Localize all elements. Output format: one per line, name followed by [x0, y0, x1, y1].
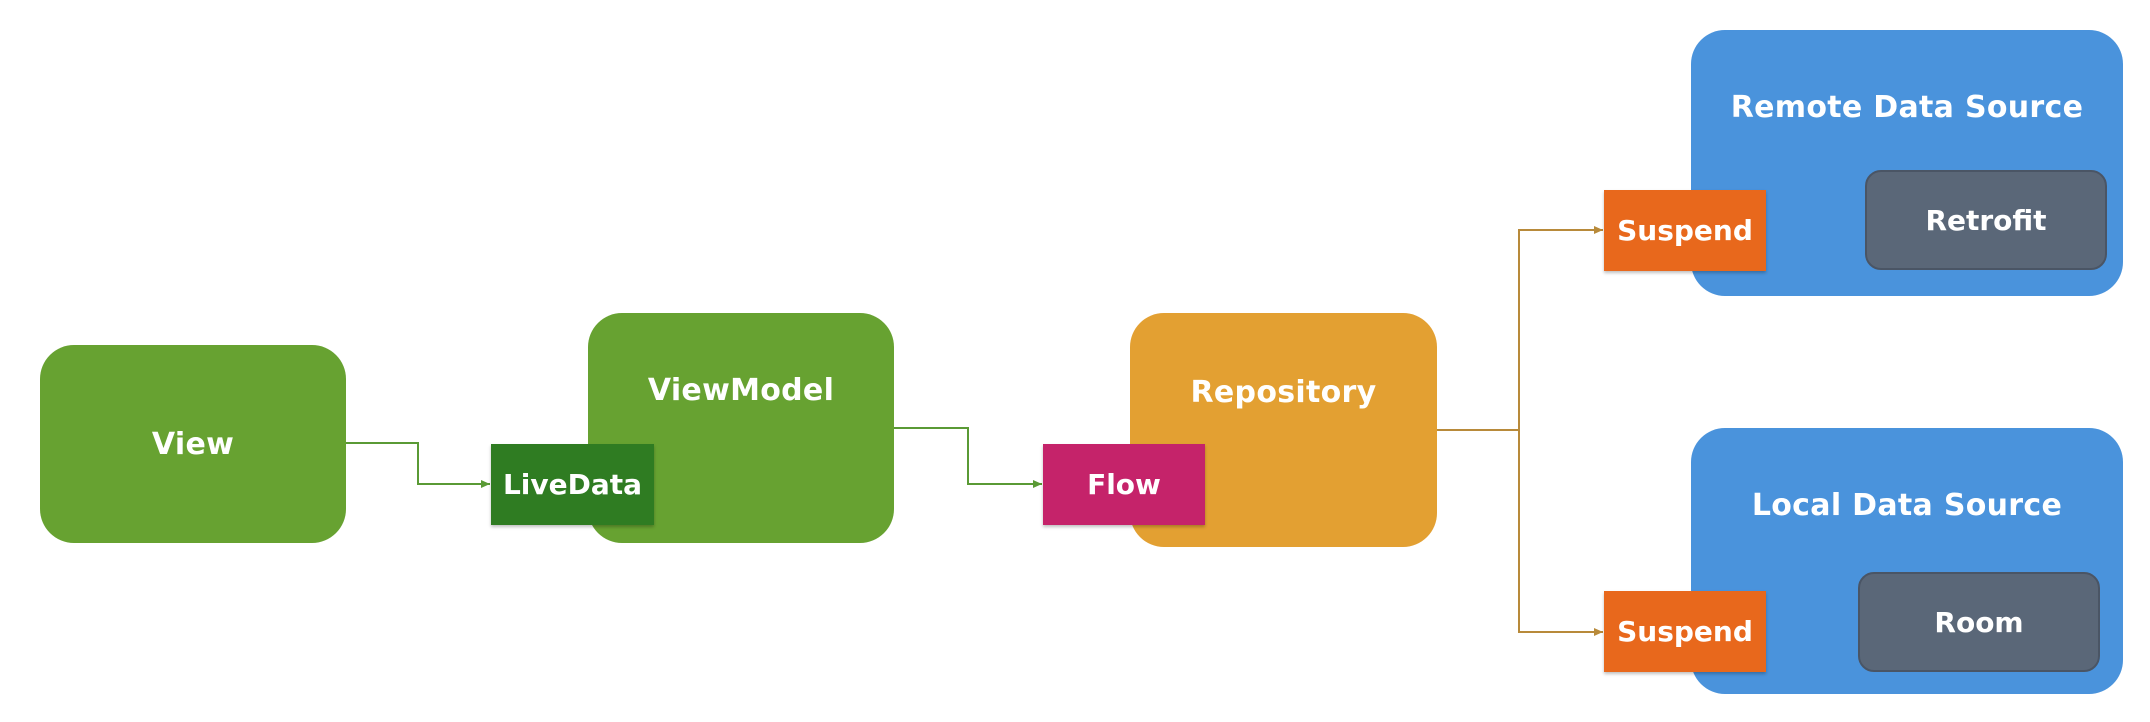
local-data-source-label: Local Data Source: [1751, 488, 2063, 523]
suspend-local-label: Suspend: [1617, 615, 1753, 648]
room-node: Room: [1858, 572, 2100, 672]
edge-view-to-livedata: [346, 442, 490, 488]
room-label: Room: [1934, 605, 2024, 639]
view-label: View: [151, 426, 235, 462]
repository-node: Repository: [1130, 313, 1437, 547]
livedata-node: LiveData: [491, 444, 654, 525]
edge-viewmodel-to-flow: [894, 427, 1042, 488]
retrofit-node: Retrofit: [1865, 170, 2107, 270]
suspend-remote-label: Suspend: [1617, 214, 1753, 247]
view-node: View: [40, 345, 346, 543]
edge-repository-to-suspend-remote: [1437, 226, 1603, 431]
flow-label: Flow: [1087, 468, 1161, 501]
edge-repository-to-suspend-local: [1518, 430, 1603, 636]
repository-label: Repository: [1190, 375, 1377, 410]
flow-node: Flow: [1043, 444, 1205, 525]
remote-data-source-label: Remote Data Source: [1730, 90, 2084, 125]
viewmodel-label: ViewModel: [647, 373, 835, 408]
suspend-remote-node: Suspend: [1604, 190, 1766, 271]
livedata-label: LiveData: [502, 468, 643, 501]
suspend-local-node: Suspend: [1604, 591, 1766, 672]
retrofit-label: Retrofit: [1925, 203, 2047, 237]
